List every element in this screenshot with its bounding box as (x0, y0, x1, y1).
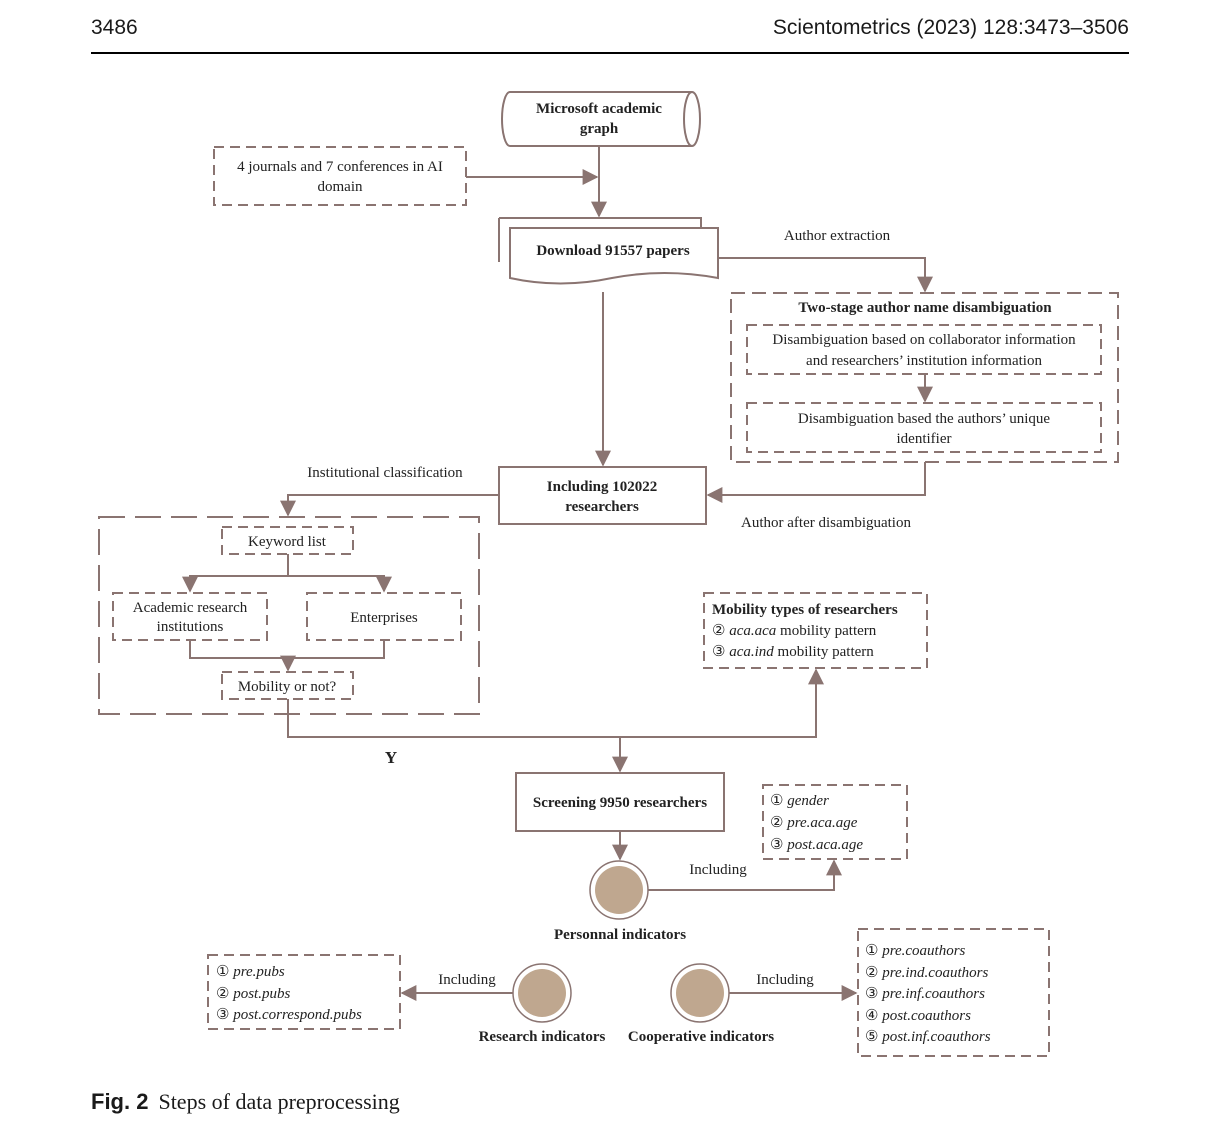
research-var-item: ① pre.pubs (216, 964, 285, 980)
figure-caption: Fig. 2 Steps of data preprocessing (91, 1089, 400, 1115)
keyword-list-label: Keyword list (248, 534, 327, 550)
personal-indicators-label: Personnal indicators (554, 927, 686, 943)
figure-label: Fig. 2 (91, 1089, 149, 1114)
disambiguation-step2-label: Disambiguation based the authors’ unique… (798, 411, 1051, 447)
mobility-types-title: Mobility types of researchers (712, 602, 898, 618)
coop-var-item: ④ post.coauthors (865, 1008, 971, 1024)
yes-label: Y (385, 748, 397, 767)
download-doc-shape (509, 227, 719, 285)
personal-var-item: ③ post.aca.age (770, 837, 863, 853)
coop-indicator-circle (676, 969, 724, 1017)
journal-citation: Scientometrics (2023) 128:3473–3506 (772, 16, 1129, 39)
page-number: 3486 (91, 16, 138, 39)
disambiguation-step1-label: Disambiguation based on collaborator inf… (772, 332, 1076, 369)
sources-box (213, 146, 467, 206)
research-indicators-label: Research indicators (479, 1029, 606, 1045)
coop-var-item: ① pre.coauthors (865, 943, 966, 959)
cooperative-indicators-label: Cooperative indicators (628, 1029, 774, 1045)
enterprises-label: Enterprises (350, 610, 418, 626)
coop-var-item: ⑤ post.inf.coauthors (865, 1029, 991, 1045)
screening-label: Screening 9950 researchers (533, 795, 707, 811)
author-after-disambiguation-label: Author after disambiguation (741, 515, 911, 531)
coop-var-item: ③ pre.inf.coauthors (865, 986, 985, 1002)
research-vars-box (207, 954, 401, 1030)
disambiguation-step2-box (746, 402, 1102, 453)
research-indicator-circle (518, 969, 566, 1017)
research-var-item: ③ post.correspond.pubs (216, 1007, 362, 1023)
including-personal-label: Including (689, 862, 747, 878)
author-extraction-label: Author extraction (784, 228, 891, 244)
including-coop-label: Including (756, 972, 814, 988)
including-research-label: Including (438, 972, 496, 988)
personal-indicator-circle (595, 866, 643, 914)
download-label: Download 91557 papers (536, 243, 690, 259)
mobility-type-item: ③ aca.ind mobility pattern (712, 644, 874, 660)
page-header: 3486 Scientometrics (2023) 128:3473–3506 (91, 14, 1129, 54)
disambiguation-title: Two-stage author name disambiguation (798, 300, 1052, 316)
coop-var-item: ② pre.ind.coauthors (865, 965, 988, 981)
connector-lines (182, 146, 933, 1001)
mobility-question-label: Mobility or not? (238, 679, 337, 695)
figure-caption-text: Steps of data preprocessing (158, 1089, 400, 1114)
mag-cylinder-shape (501, 91, 701, 147)
personal-vars-box (762, 784, 908, 860)
disambiguation-outer-box (730, 292, 1119, 463)
mobility-type-item: ② aca.aca mobility pattern (712, 623, 877, 639)
mobility-types-box (703, 592, 928, 669)
personal-var-item: ② pre.aca.age (770, 815, 858, 831)
keyword-list-box (221, 526, 354, 555)
institutional-classification-label: Institutional classification (307, 465, 463, 481)
mobility-question-box (221, 671, 354, 700)
including-researchers-box (498, 466, 707, 525)
personal-var-item: ① gender (770, 793, 829, 809)
research-var-item: ② post.pubs (216, 986, 290, 1002)
